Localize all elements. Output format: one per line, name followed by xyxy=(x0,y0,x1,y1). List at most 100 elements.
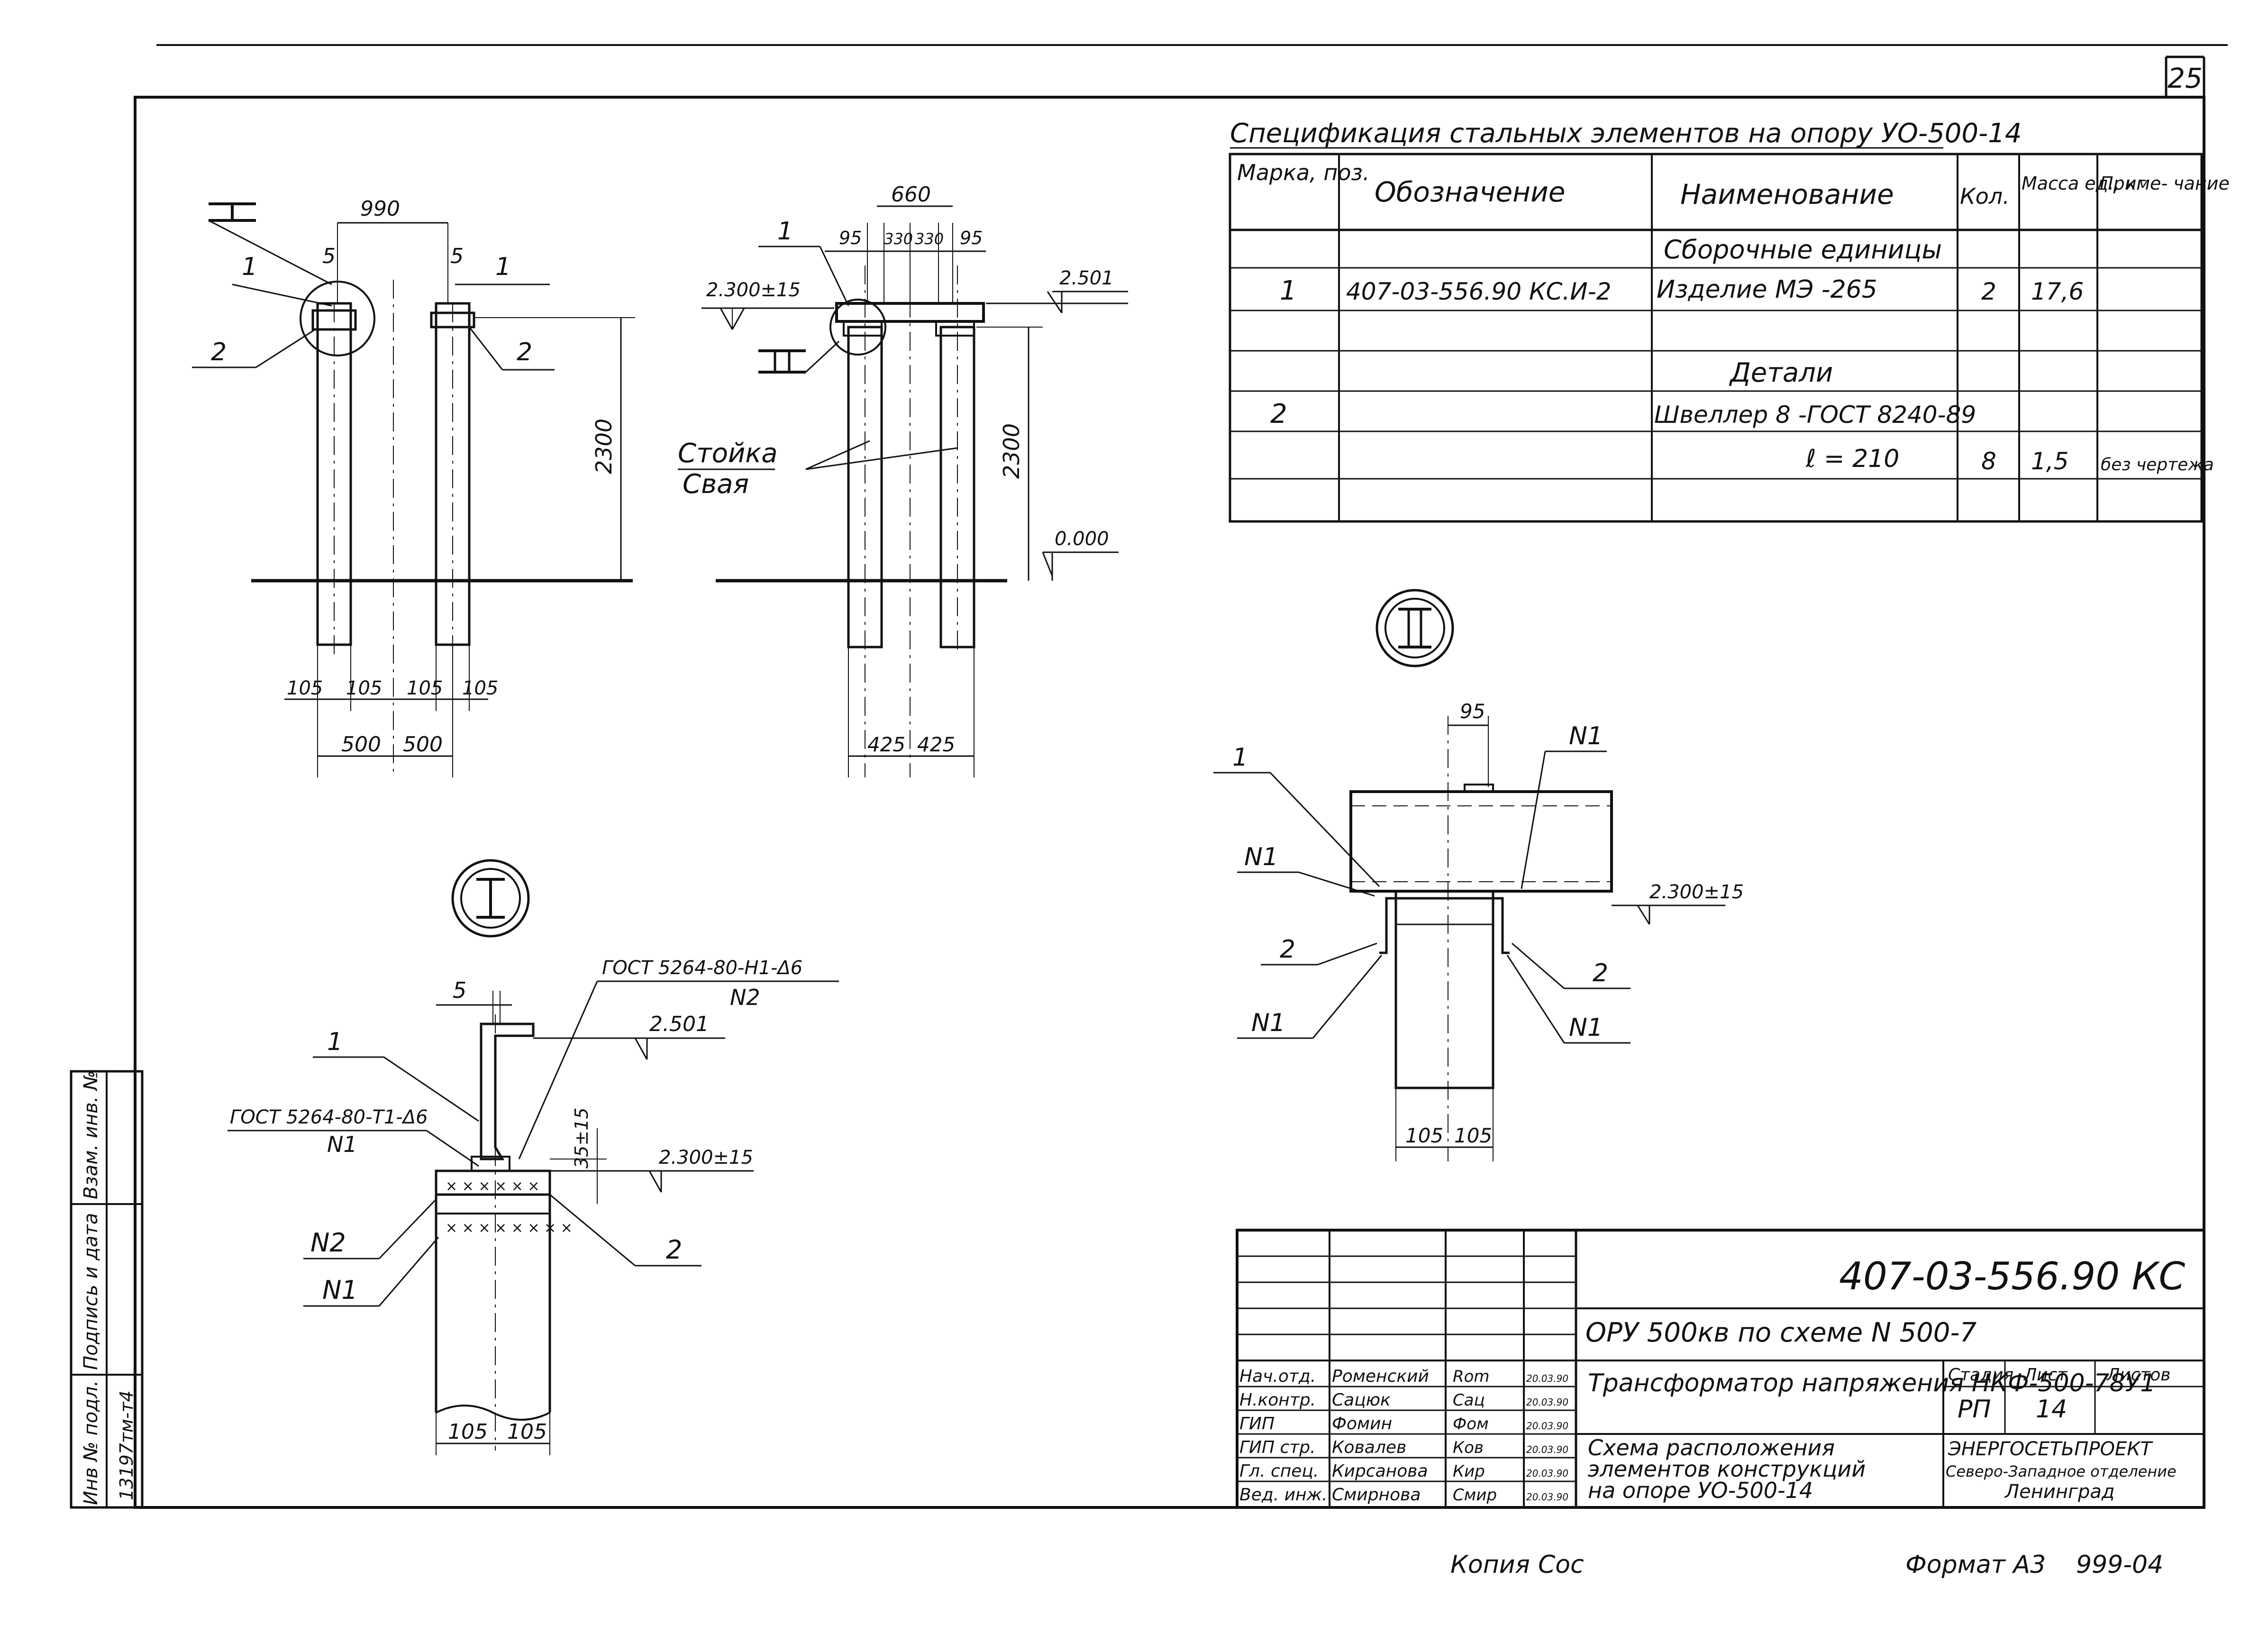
org-line-2: Северо-Западное отделение xyxy=(1946,1462,2177,1480)
dim-425-a: 425 xyxy=(867,733,905,756)
detail-I-mark: I xyxy=(488,900,489,901)
footer-code: 999-04 xyxy=(2076,1551,2163,1579)
detail-II-mark: II xyxy=(1412,630,1413,631)
detail-I-pos-1: 1 xyxy=(327,1028,343,1056)
detail-II-dim-105-b: 105 xyxy=(1454,1124,1492,1147)
detail-I-dim-5: 5 xyxy=(453,977,466,1003)
person-role-5: Вед. инж. xyxy=(1239,1485,1327,1505)
spec-row2-mark: 2 xyxy=(1270,399,1287,429)
sheet-header: Лист xyxy=(2023,1365,2068,1385)
sheet-frame: 25 xyxy=(134,44,2228,1509)
dim-500-a: 500 xyxy=(341,732,381,757)
side-stamp-label-replace: Взам. инв. № xyxy=(80,1070,102,1199)
detail-II-n1-top: N1 xyxy=(1569,722,1603,750)
spec-header-note: Приме- чание xyxy=(2100,173,2230,194)
spec-row-details-heading: Детали xyxy=(1729,357,1833,388)
org-line-1: ЭНЕРГОСЕТЬПРОЕКТ xyxy=(1948,1438,2154,1460)
spec-header-mark: Марка, поз. xyxy=(1237,160,1370,185)
detail-I-dim-105-a: 105 xyxy=(448,1420,488,1444)
dim-2300-right: 2300 xyxy=(999,423,1024,479)
person-date-5: 20.03.90 xyxy=(1526,1491,1568,1503)
spec-row1-qty: 2 xyxy=(1981,278,1996,305)
pos-1-right: 1 xyxy=(495,253,511,281)
detail-II-pos-2-right: 2 xyxy=(1593,959,1608,987)
side-stamp-label-inv: Инв № подл. xyxy=(80,1380,102,1505)
spec-row2-name: Швеллер 8 -ГОСТ 8240-89 xyxy=(1654,401,1976,429)
org-line-3: Ленинград xyxy=(2004,1481,2115,1503)
side-stamp-inv-value: 13197тм-т4 xyxy=(116,1390,137,1500)
right-elevation-view: 660 95 330 330 95 1 II 2.300±15 2.501 xyxy=(678,183,1128,777)
side-stamp: Инв № подл. Подпись и дата Взам. инв. № … xyxy=(70,1070,144,1509)
dim-330-b: 330 xyxy=(915,230,944,248)
drawing-title-1: Схема расположения xyxy=(1588,1435,1835,1461)
spec-header-mass: Масса ед., кг xyxy=(2022,173,2146,194)
side-stamp-label-sign: Подпись и дата xyxy=(80,1213,102,1370)
sheets-header: Листов xyxy=(2106,1365,2170,1385)
dim-5-left: 5 xyxy=(322,244,336,268)
detail-I-pos-2: 2 xyxy=(666,1235,682,1265)
svg-text:× × × × × × × ×: × × × × × × × × xyxy=(446,1220,573,1236)
project-name: ОРУ 500кв по схеме N 500-7 xyxy=(1585,1317,1977,1348)
person-date-2: 20.03.90 xyxy=(1526,1420,1568,1432)
person-date-0: 20.03.90 xyxy=(1526,1373,1568,1384)
person-sign-3: Ков xyxy=(1453,1438,1484,1457)
dim-2300-left: 2300 xyxy=(591,419,617,474)
person-sign-2: Фом xyxy=(1453,1415,1489,1433)
detail-I-n2: N2 xyxy=(310,1228,346,1258)
detail-II-n1-bottom-left: N1 xyxy=(1251,1009,1285,1037)
person-role-3: ГИП стр. xyxy=(1239,1438,1316,1457)
spec-row1-mark: 1 xyxy=(1280,275,1297,306)
detail-II-level: 2.300±15 xyxy=(1649,881,1744,903)
pos-1-left: 1 xyxy=(242,253,257,281)
person-role-4: Гл. спец. xyxy=(1239,1461,1319,1481)
person-sign-1: Сац xyxy=(1453,1391,1485,1410)
spec-row2b-note: без чертежа xyxy=(2101,455,2214,475)
person-role-2: ГИП xyxy=(1239,1414,1275,1433)
spec-header-designation: Обозначение xyxy=(1375,176,1565,208)
dim-95-b: 95 xyxy=(960,228,983,248)
person-name-5: Смирнова xyxy=(1332,1485,1421,1505)
spec-row2b-name: ℓ = 210 xyxy=(1805,445,1899,473)
spec-row2b-mass: 1,5 xyxy=(2031,447,2069,475)
dim-660: 660 xyxy=(891,183,931,207)
dim-990: 990 xyxy=(360,197,400,221)
person-name-1: Сацюк xyxy=(1332,1390,1391,1410)
detail-II-dim-95: 95 xyxy=(1460,700,1485,723)
dim-95-a: 95 xyxy=(839,228,862,248)
detail-I-view: I × × × × × × × × × × × × × × 5 ГОСТ 526… xyxy=(228,859,839,1455)
sheet-number: 25 xyxy=(2168,62,2203,94)
person-name-3: Ковалев xyxy=(1332,1438,1406,1457)
level-2501-right: 2.501 xyxy=(1059,267,1114,289)
person-name-4: Кирсанова xyxy=(1332,1461,1428,1481)
dim-105-a: 105 xyxy=(287,677,323,699)
sheet-value: 14 xyxy=(2036,1395,2067,1424)
detail-I-weld-top-n: N2 xyxy=(730,985,760,1010)
subject-name: Трансформатор напряжения НКФ-500-78У1 xyxy=(1588,1369,2156,1397)
svg-text:× × × × × ×: × × × × × × xyxy=(446,1178,540,1195)
detail-II-pos-1: 1 xyxy=(1232,743,1248,772)
spec-row2b-qty: 8 xyxy=(1981,447,1996,475)
detail-II-view: II 95 N1 1 N1 2 N1 xyxy=(1213,589,1744,1161)
spec-header-name: Наименование xyxy=(1680,178,1894,210)
detail-II-n1-left: N1 xyxy=(1244,843,1278,871)
person-date-4: 20.03.90 xyxy=(1526,1468,1568,1479)
person-sign-4: Кир xyxy=(1453,1462,1485,1481)
pos-1-right-elev: 1 xyxy=(777,217,793,246)
spec-table: Спецификация стальных элементов на опору… xyxy=(1229,118,2230,523)
spec-row1-mass: 17,6 xyxy=(2031,278,2084,305)
detail-I-dim-105-b: 105 xyxy=(507,1420,547,1444)
dim-500-b: 500 xyxy=(403,732,443,757)
person-sign-0: Rom xyxy=(1453,1367,1490,1386)
label-column: Стойка xyxy=(678,438,778,469)
spec-header-qty: Кол. xyxy=(1960,183,2010,209)
stage-header: Стадия xyxy=(1948,1365,2013,1385)
label-pile: Свая xyxy=(683,469,749,500)
spec-row-assembly-heading: Сборочные единицы xyxy=(1664,235,1942,265)
dim-5-right: 5 xyxy=(450,244,464,268)
person-role-1: Н.контр. xyxy=(1239,1390,1316,1410)
person-name-2: Фомин xyxy=(1332,1414,1392,1433)
dim-330-a: 330 xyxy=(884,230,913,248)
detail-II-pos-2-left: 2 xyxy=(1280,935,1295,964)
pos-2-left: 2 xyxy=(211,338,227,366)
